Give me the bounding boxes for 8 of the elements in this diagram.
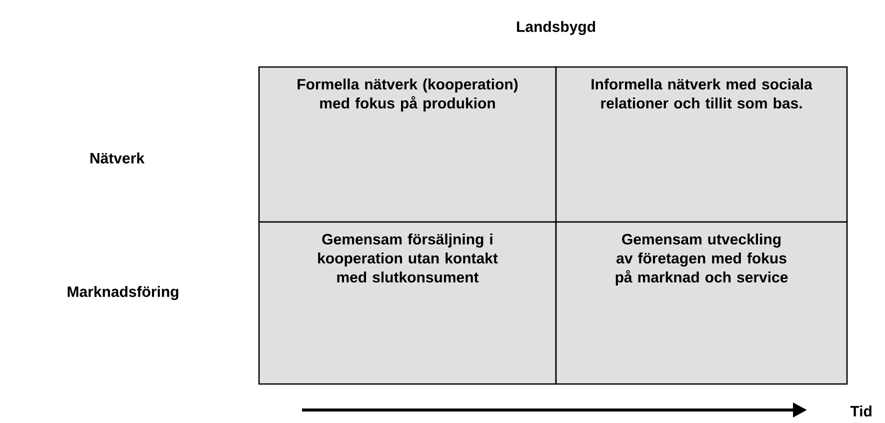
quadrant-box: Gemensam utveckling av företagen med fokus på marknad och service [555, 221, 848, 385]
axis-label: Landsbygd [517, 20, 596, 36]
quadrant-box: Gemensam försäljning i kooperation utan kontakt med slutkonsument [258, 221, 557, 385]
axis-label: Marknadsföring [68, 286, 178, 300]
axis-label: Tid [850, 406, 872, 416]
quadrant-box: Formella nätverk (kooperation) med fokus på produkion [258, 66, 557, 223]
quadrant-box: Informella nätverk med sociala relationer och tillit som bas. [555, 66, 848, 223]
axis-label: Nätverk [90, 152, 145, 164]
